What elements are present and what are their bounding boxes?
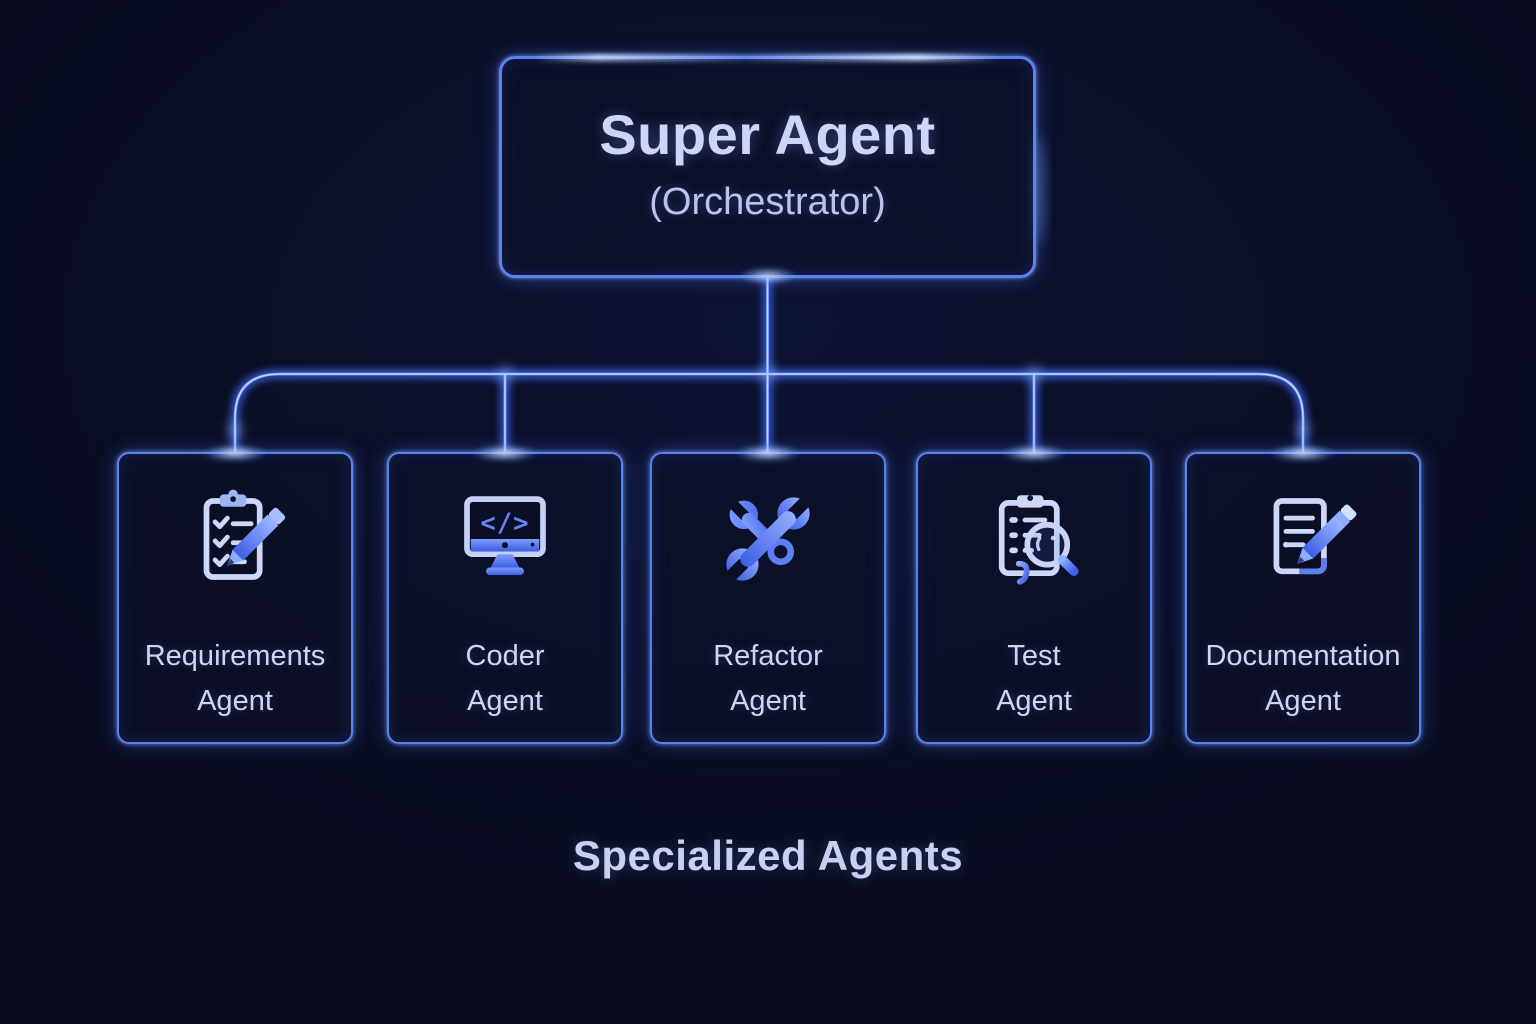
agent-box-coder: </> Coder Agent (387, 452, 623, 744)
super-agent-box: Super Agent (Orchestrator) (499, 56, 1036, 278)
clipboard-magnifier-icon (918, 476, 1150, 602)
agent-label: Coder Agent (465, 640, 545, 717)
clipboard-checklist-pencil-icon (119, 476, 351, 602)
document-pencil-icon (1187, 476, 1419, 602)
monitor-code-icon: </> (389, 476, 621, 602)
agent-label: Test Agent (996, 640, 1072, 717)
agent-label: Refactor Agent (713, 640, 823, 717)
agent-box-documentation: Documentation Agent (1185, 452, 1421, 744)
group-caption: Specialized Agents (572, 832, 964, 879)
code-glyph: </> (480, 508, 529, 538)
super-agent-subtitle: (Orchestrator) (649, 181, 886, 223)
agent-box-test: Test Agent (916, 452, 1152, 744)
agent-label: Documentation Agent (1205, 640, 1401, 717)
agent-label: Requirements Agent (144, 640, 326, 717)
crossed-wrenches-icon (652, 476, 884, 602)
super-agent-title: Super Agent (599, 103, 936, 166)
agent-box-requirements: Requirements Agent (117, 452, 353, 744)
agent-box-refactor: Refactor Agent (650, 452, 886, 744)
